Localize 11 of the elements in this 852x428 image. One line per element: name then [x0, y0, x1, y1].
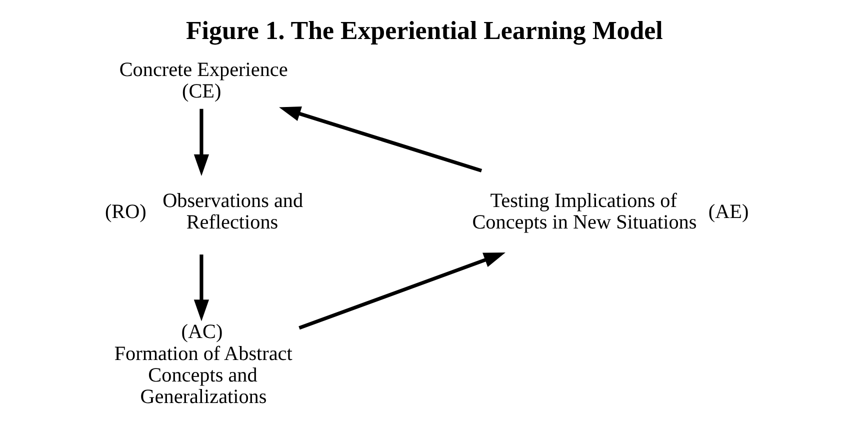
- arrow: [278, 106, 482, 172]
- node-label: (AE): [708, 200, 748, 223]
- node-text: (AC) Formation of Abstract Concepts and Generalizations: [114, 321, 292, 408]
- arrow: [193, 254, 209, 322]
- diagram-title: Figure 1. The Experiential Learning Model: [185, 16, 662, 45]
- node-text: Observations and Reflections: [162, 190, 303, 234]
- node-label: (RO): [104, 200, 146, 223]
- arrow: [298, 252, 505, 330]
- node-text: Concrete Experience (CE): [118, 59, 288, 103]
- arrow: [193, 108, 209, 176]
- node-text: Testing Implications of Concepts in New Situations: [472, 190, 696, 234]
